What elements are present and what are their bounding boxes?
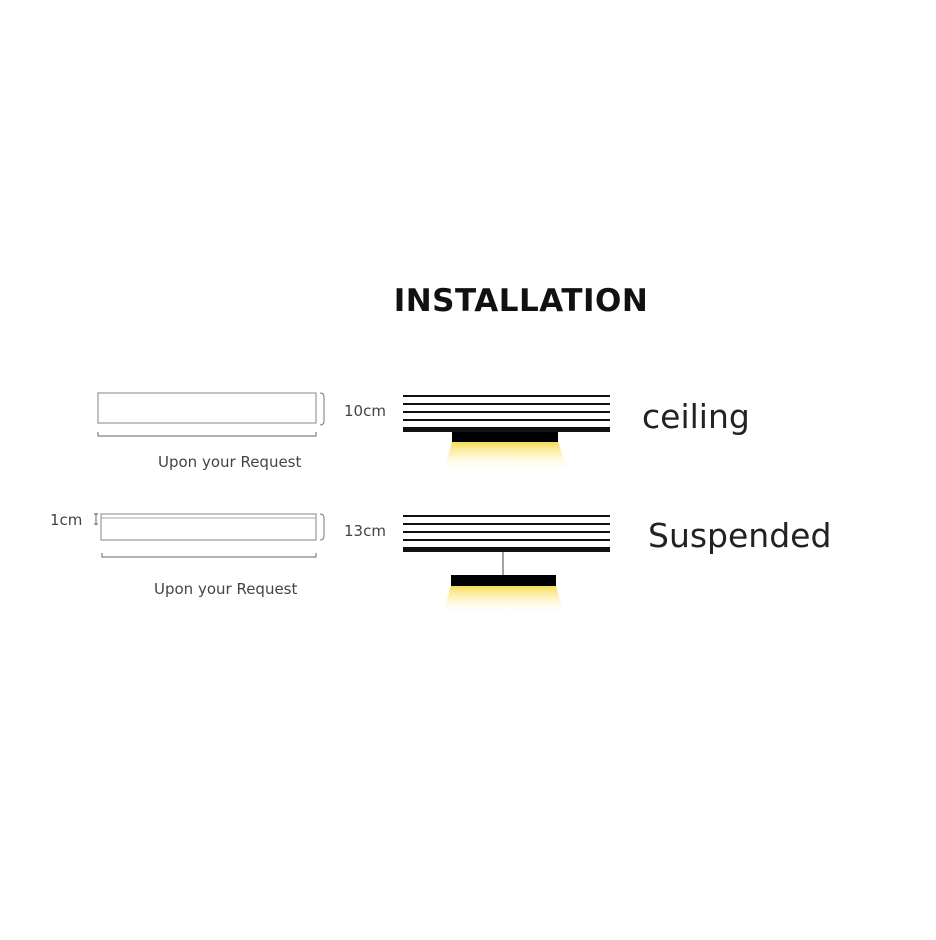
fixture-body [451, 575, 556, 586]
length-label: Upon your Request [158, 453, 302, 471]
page-title: INSTALLATION [393, 283, 649, 319]
thickness-label: 1cm [50, 511, 83, 529]
mode-label-ceiling: ceiling [642, 397, 750, 436]
height-label: 13cm [344, 522, 386, 540]
length-label: Upon your Request [154, 580, 298, 598]
ceiling-mount-illustration [403, 393, 610, 470]
ceiling-profile-drawing [97, 392, 325, 437]
light-beam [444, 442, 568, 470]
suspended-mount-illustration [403, 513, 610, 613]
mode-label-suspended: Suspended [648, 516, 832, 555]
fixture-body [452, 432, 558, 442]
suspended-profile-drawing [94, 513, 325, 558]
light-beam [443, 586, 564, 613]
height-label: 10cm [344, 402, 386, 420]
